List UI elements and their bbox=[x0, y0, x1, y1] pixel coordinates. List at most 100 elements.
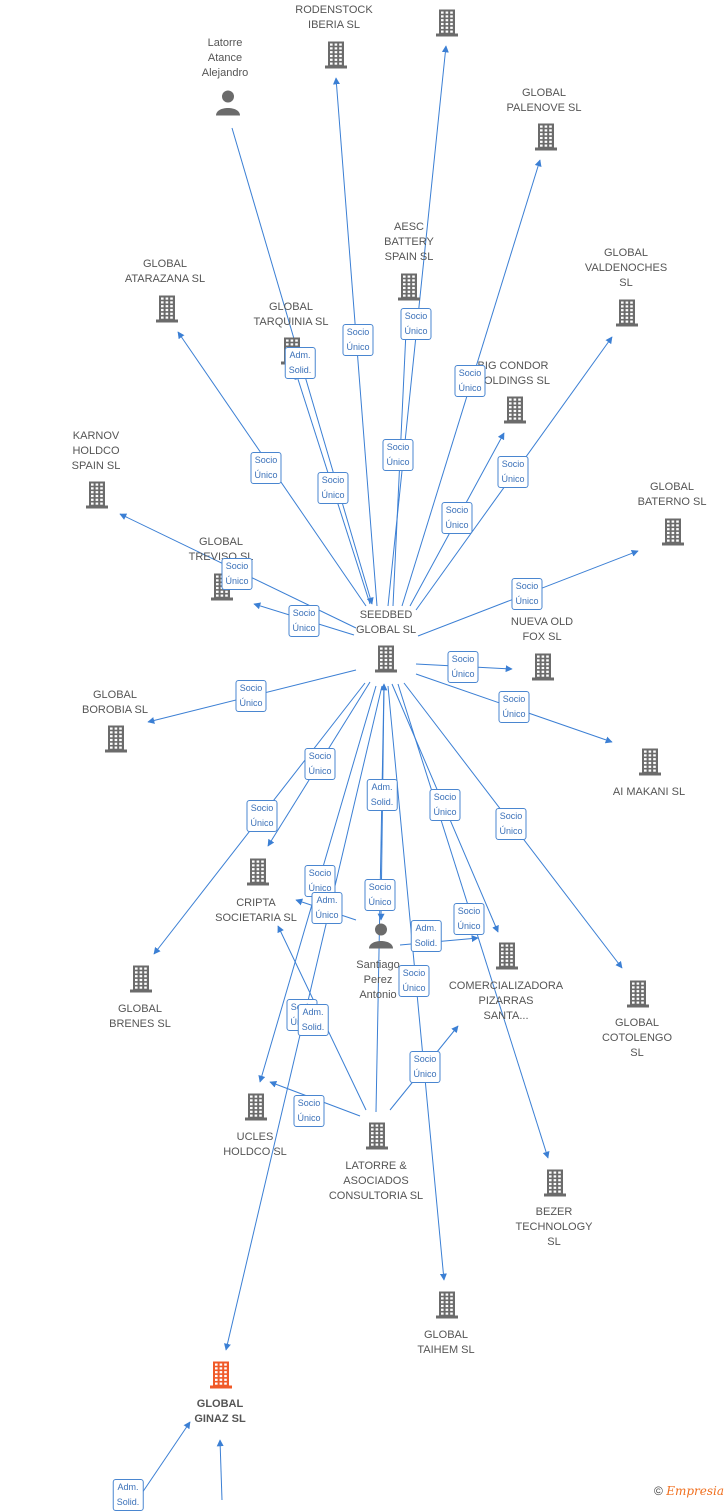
building-icon[interactable] bbox=[527, 650, 559, 687]
building-icon[interactable] bbox=[622, 977, 654, 1014]
building-icon[interactable] bbox=[539, 1166, 571, 1203]
node-label-line: GLOBAL bbox=[92, 689, 138, 701]
node-label-line: TAIHEM SL bbox=[417, 1344, 475, 1356]
building-icon[interactable] bbox=[634, 745, 666, 782]
building-icon[interactable] bbox=[125, 962, 157, 999]
node-label-line: SPAIN SL bbox=[71, 460, 121, 472]
building-icon[interactable] bbox=[242, 855, 274, 892]
building-icon[interactable] bbox=[81, 478, 113, 515]
node-label-line: IBERIA SL bbox=[308, 19, 360, 31]
relation-badge[interactable]: Adm.Solid. bbox=[410, 920, 442, 952]
building-icon[interactable] bbox=[530, 120, 562, 157]
node-label-line: BIG CONDOR bbox=[477, 360, 549, 372]
relation-badge[interactable]: Adm.Único bbox=[311, 892, 343, 924]
relation-badge[interactable]: Adm.Solid. bbox=[297, 1004, 329, 1036]
relation-badge-text: Adm. bbox=[302, 1007, 324, 1017]
relation-badge[interactable]: Adm.Solid. bbox=[284, 347, 316, 379]
relation-badge-text: Único bbox=[308, 883, 332, 893]
relation-badge-text: Socio bbox=[451, 654, 475, 664]
building-icon[interactable] bbox=[499, 393, 531, 430]
node-label-line: LATORRE & bbox=[345, 1160, 407, 1172]
relation-badge-text: Solid. bbox=[288, 365, 312, 375]
relation-badge-text: Único bbox=[321, 490, 345, 500]
empresia-footer[interactable]: © Empresia bbox=[654, 1484, 724, 1498]
building-icon[interactable] bbox=[151, 292, 183, 329]
node-label-line: HOLDCO SL bbox=[223, 1146, 287, 1158]
building-icon[interactable] bbox=[100, 722, 132, 759]
building-icon[interactable] bbox=[611, 296, 643, 333]
focus-building-icon[interactable] bbox=[205, 1358, 237, 1395]
node-label-line: Atance bbox=[207, 52, 243, 64]
node-label-line: GLOBAL bbox=[521, 87, 567, 99]
node-label-line: Perez bbox=[363, 974, 393, 986]
building-icon[interactable] bbox=[431, 6, 463, 43]
node-label-line: Alejandro bbox=[201, 67, 249, 79]
building-icon[interactable] bbox=[491, 939, 523, 976]
building-icon[interactable] bbox=[361, 1119, 393, 1156]
building-icon[interactable] bbox=[431, 1288, 463, 1325]
relation-badge-text: Único bbox=[297, 1113, 321, 1123]
relation-badge[interactable]: Adm.Solid. bbox=[366, 779, 398, 811]
relation-badge-text: Socio bbox=[458, 368, 482, 378]
relation-badge-text: Socio bbox=[457, 906, 481, 916]
building-icon[interactable] bbox=[320, 38, 352, 75]
building-icon[interactable] bbox=[657, 515, 689, 552]
building-icon[interactable] bbox=[370, 642, 402, 679]
relation-badge[interactable]: Adm.Solid. bbox=[112, 1479, 144, 1511]
person-icon[interactable] bbox=[366, 921, 396, 956]
person-icon[interactable] bbox=[213, 88, 243, 123]
building-icon[interactable] bbox=[393, 270, 425, 307]
relation-badge-text: Único bbox=[308, 766, 332, 776]
relation-badge-text: Único bbox=[254, 470, 278, 480]
node-label-aimakani[interactable]: AI MAKANI SL bbox=[613, 785, 685, 800]
building-icon[interactable] bbox=[240, 1090, 272, 1127]
